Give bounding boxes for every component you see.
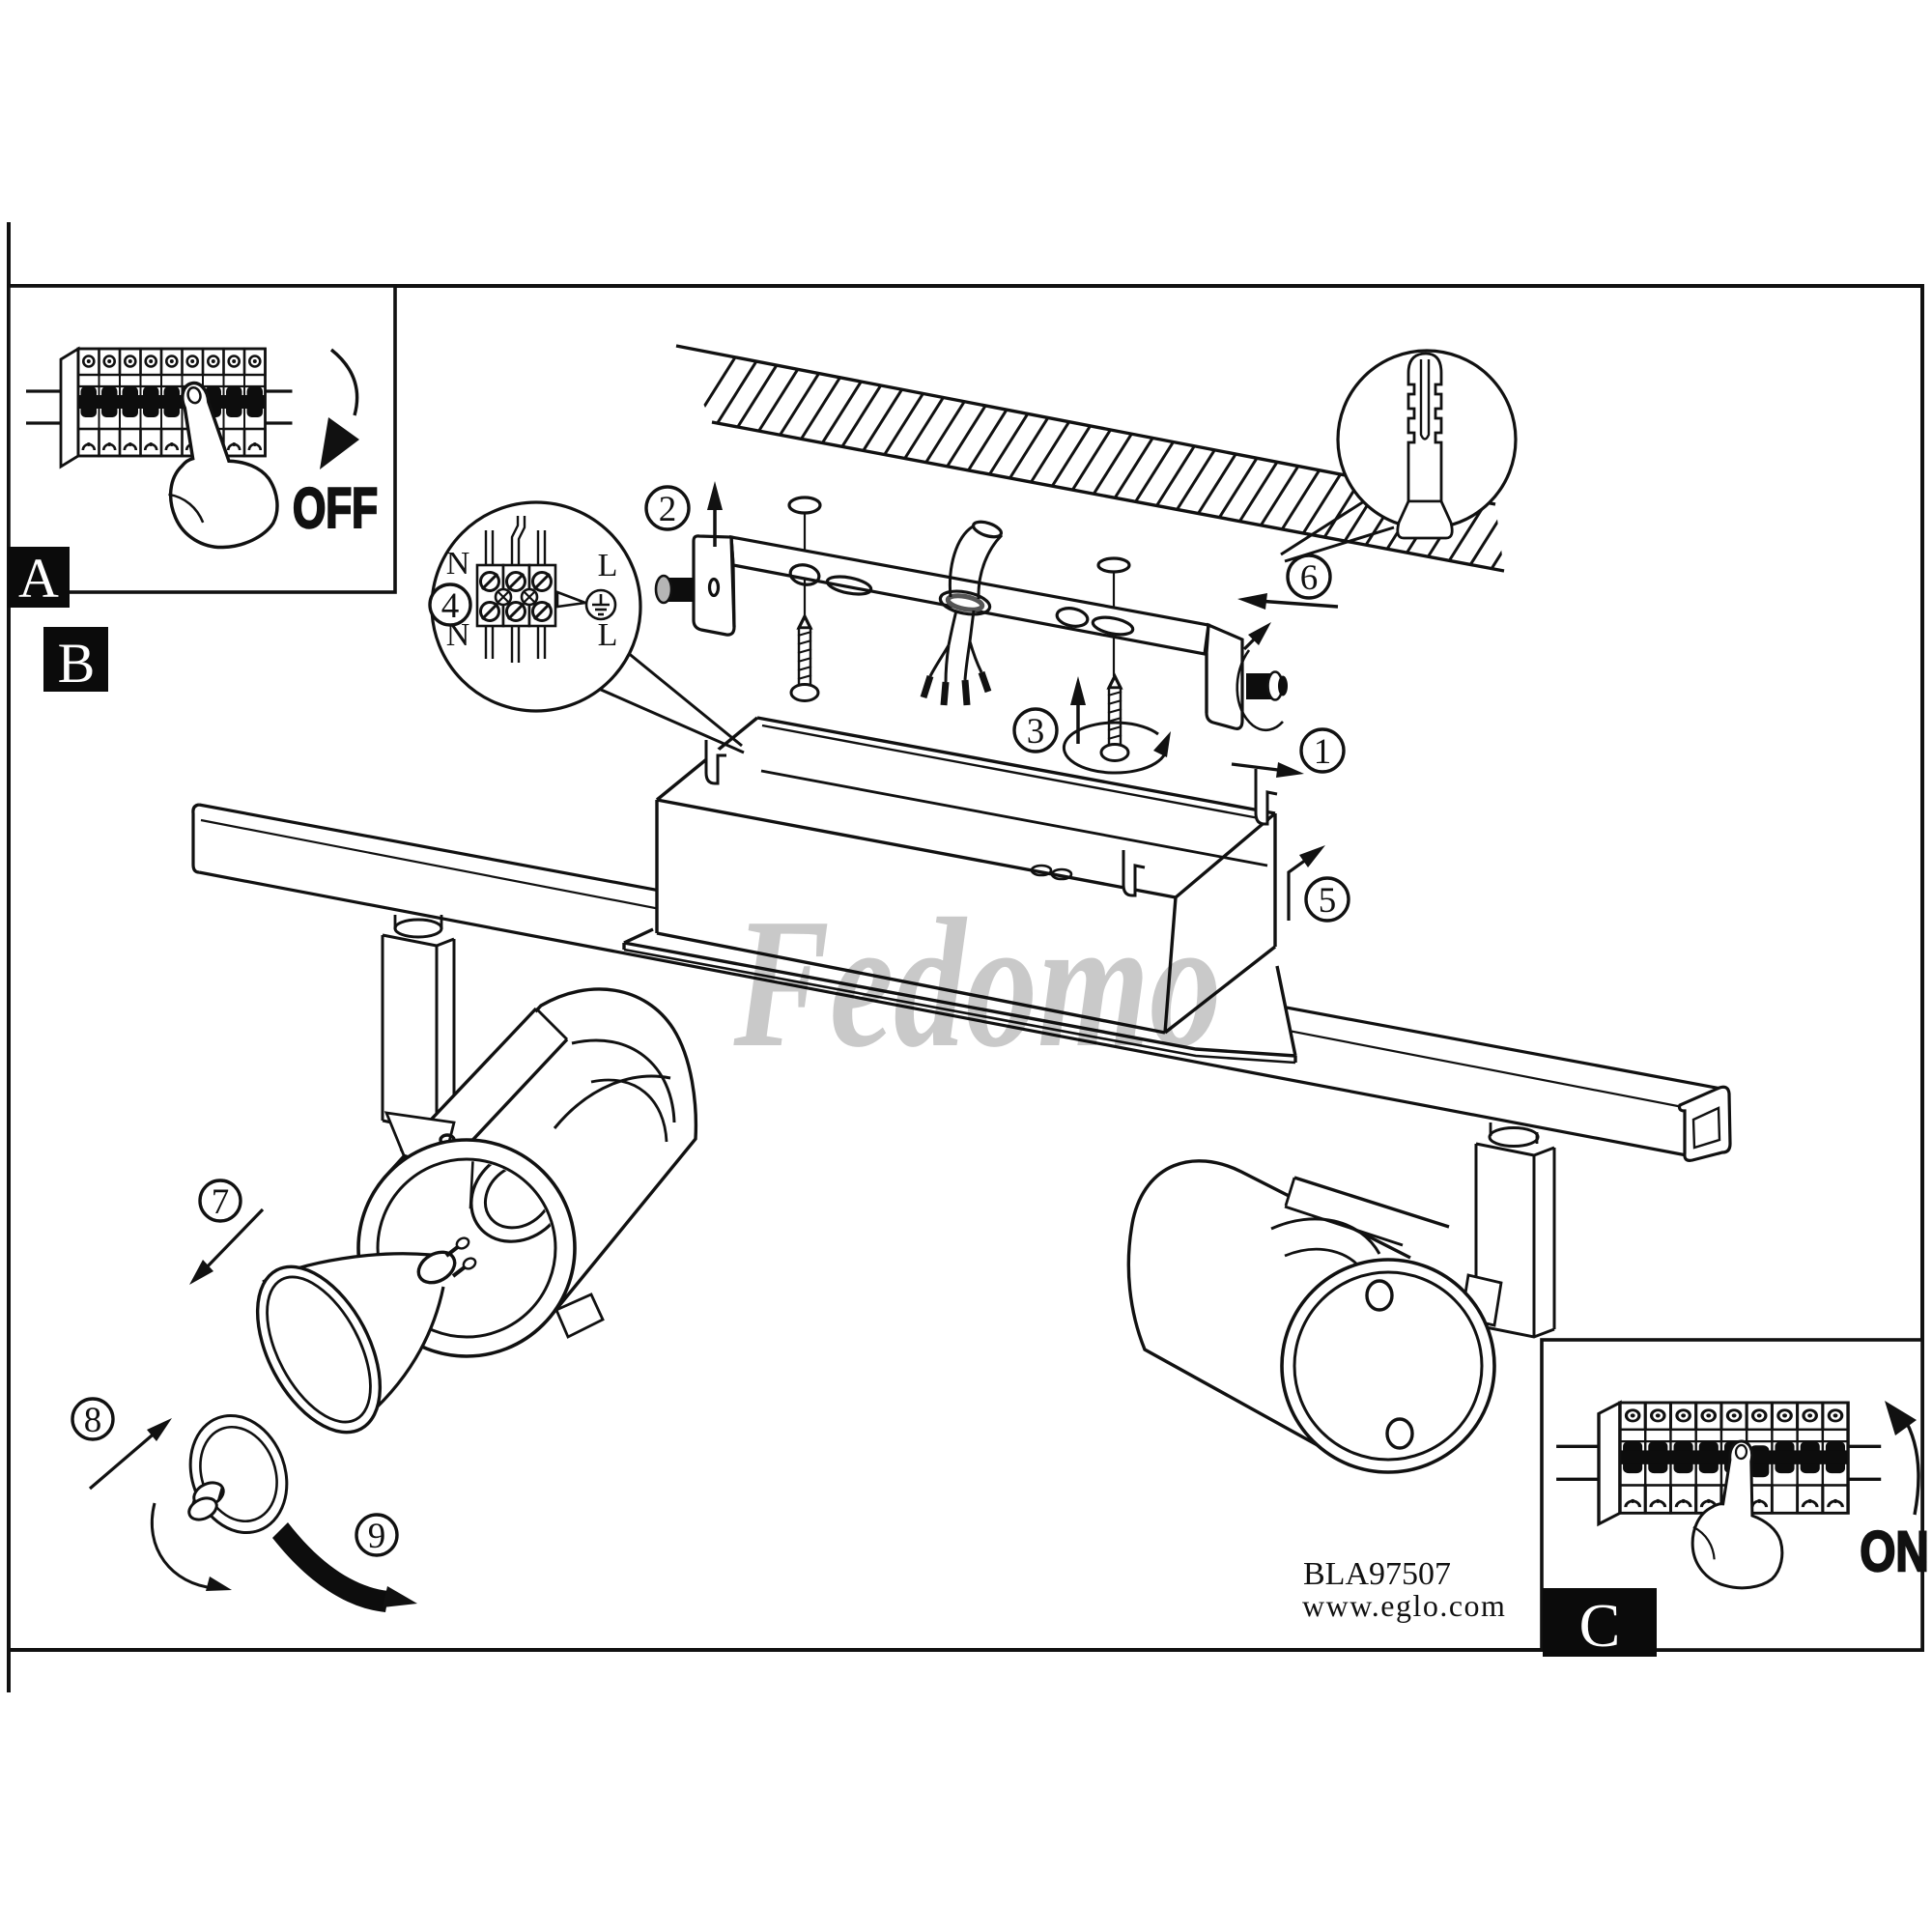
svg-text:Fedomo: Fedomo <box>733 880 1222 1086</box>
svg-text:1: 1 <box>1314 732 1332 772</box>
svg-text:2: 2 <box>659 490 677 529</box>
svg-text:A: A <box>18 547 59 610</box>
svg-text:OFF: OFF <box>293 476 378 539</box>
svg-text:C: C <box>1579 1591 1621 1660</box>
svg-text:N: N <box>446 546 470 582</box>
svg-text:3: 3 <box>1027 712 1045 752</box>
svg-text:ON: ON <box>1860 1521 1928 1584</box>
svg-text:4: 4 <box>441 586 460 626</box>
svg-text:6: 6 <box>1300 558 1319 598</box>
svg-text:B: B <box>58 632 96 695</box>
svg-text:7: 7 <box>212 1182 230 1222</box>
svg-text:5: 5 <box>1319 881 1337 921</box>
svg-text:9: 9 <box>368 1517 386 1556</box>
svg-text:L: L <box>598 617 618 653</box>
svg-text:L: L <box>598 548 618 583</box>
svg-text:8: 8 <box>84 1401 102 1440</box>
svg-text:BLA97507: BLA97507 <box>1303 1556 1451 1592</box>
svg-text:www.eglo.com: www.eglo.com <box>1302 1588 1506 1623</box>
